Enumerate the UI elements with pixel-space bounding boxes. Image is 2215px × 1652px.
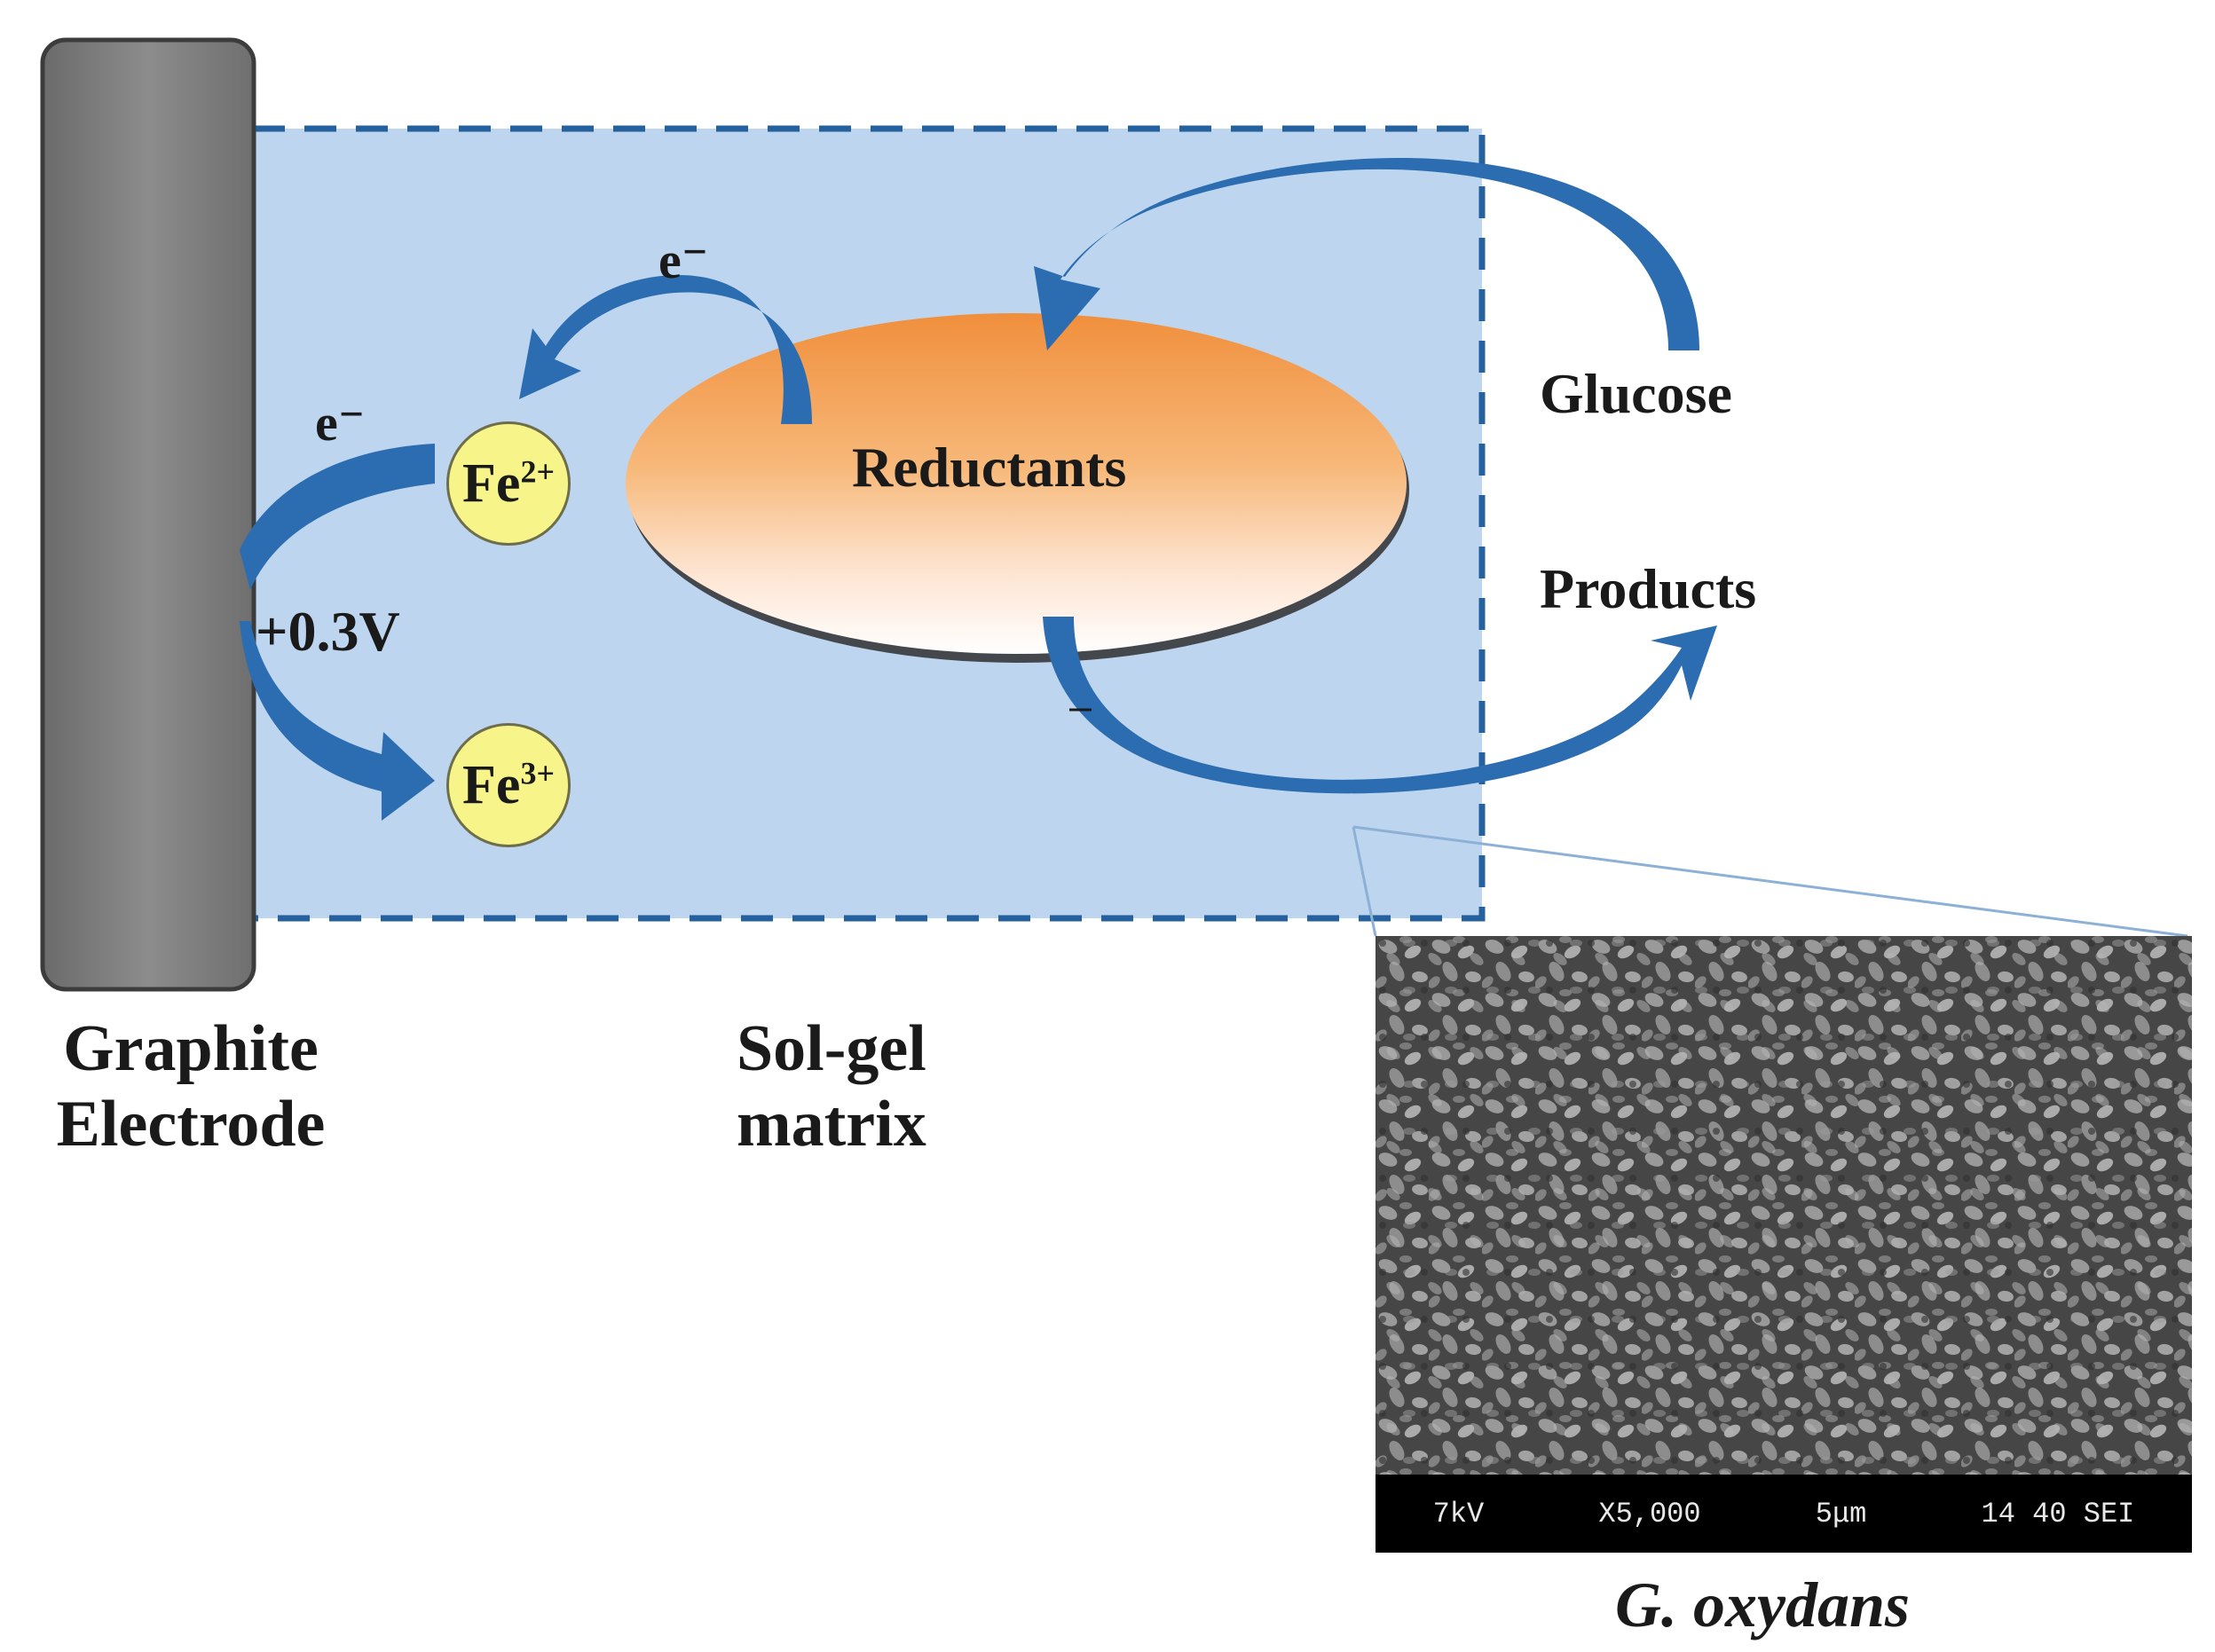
matrix-label-line-1: Sol-gel (737, 1012, 926, 1085)
electron-label-top: e⁻ (658, 232, 709, 289)
fe2-ion: Fe2+ (446, 421, 571, 546)
sem-info: 14 40 SEI (1981, 1497, 2135, 1530)
reductants-ellipse (626, 313, 1407, 654)
fe2-to-electrode-arrow (240, 444, 435, 590)
reductants-to-fe2-arrow (519, 274, 812, 424)
electrode-label: Graphite Electrode (9, 1011, 373, 1162)
sem-micrograph: 7kV X5,000 5μm 14 40 SEI (1376, 936, 2192, 1553)
reductants-label: Reductants (852, 436, 1127, 499)
sem-caption: G. oxydans (1615, 1569, 1911, 1640)
electrode-label-line-2: Electrode (56, 1088, 326, 1161)
fe2-label: Fe2+ (462, 452, 555, 514)
graphite-electrode (40, 37, 256, 992)
glucose-label: Glucose (1540, 362, 1732, 425)
electrode-label-line-1: Graphite (63, 1012, 319, 1085)
reductants-to-products-arrow (1043, 617, 1717, 794)
inset-guide-line-left (1352, 826, 1377, 937)
sem-magnification: X5,000 (1598, 1497, 1701, 1530)
matrix-label: Sol-gel matrix (737, 1011, 1092, 1162)
fe3-label: Fe3+ (462, 754, 555, 815)
fe3-ion: Fe3+ (446, 723, 571, 847)
electrode-to-fe3-arrow (240, 621, 435, 821)
products-label: Products (1540, 557, 1757, 620)
sem-texture (1376, 936, 2192, 1475)
sem-scale: 5μm (1815, 1497, 1867, 1530)
inset-guide-line-right (1352, 825, 2188, 938)
potential-label: +0.3V (256, 600, 400, 663)
matrix-label-line-2: matrix (737, 1088, 926, 1161)
electron-label-left: e⁻ (315, 394, 366, 452)
sem-voltage: 7kV (1432, 1497, 1485, 1530)
sem-info-bar: 7kV X5,000 5μm 14 40 SEI (1376, 1475, 2192, 1553)
